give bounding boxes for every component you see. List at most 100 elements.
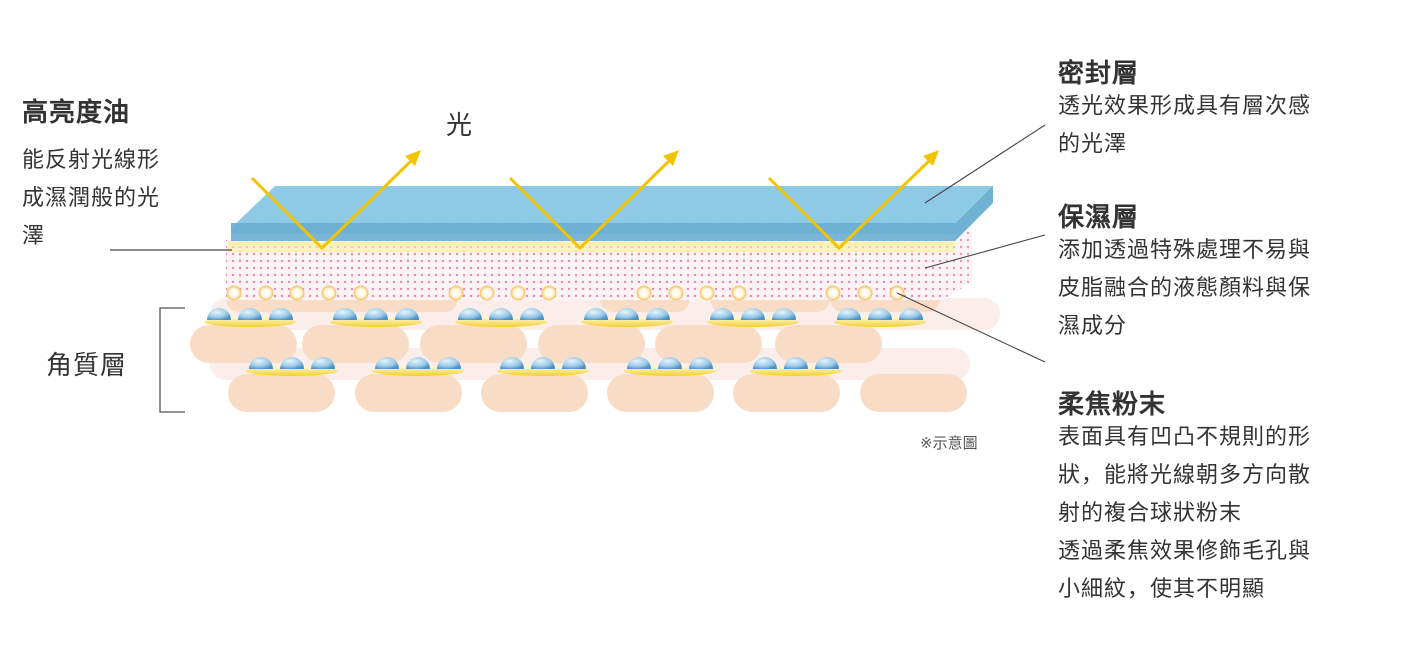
skin-cell bbox=[733, 374, 840, 412]
sphere bbox=[815, 357, 839, 369]
sphere bbox=[627, 357, 651, 369]
composite-spheres bbox=[204, 308, 926, 376]
skin-cell bbox=[655, 325, 762, 363]
sphere bbox=[615, 308, 639, 320]
light-ray bbox=[767, 158, 932, 251]
moist-desc-line: 皮脂融合的液態顏料與保 bbox=[1058, 276, 1312, 301]
oil-desc-line: 澤 bbox=[22, 224, 46, 249]
light-label: 光 bbox=[446, 111, 474, 141]
sphere bbox=[269, 308, 293, 320]
sphere bbox=[333, 308, 357, 320]
skin-cell bbox=[538, 325, 645, 363]
light-rays bbox=[250, 150, 939, 251]
soft-focus-bead bbox=[353, 285, 369, 301]
soft-focus-bead bbox=[731, 285, 747, 301]
sphere bbox=[280, 357, 304, 369]
sphere bbox=[753, 357, 777, 369]
seal-desc-line: 的光澤 bbox=[1058, 132, 1128, 157]
powder-desc-line: 透過柔焦效果修飾毛孔與 bbox=[1058, 539, 1312, 564]
sphere bbox=[238, 308, 262, 320]
soft-focus-bead bbox=[541, 285, 557, 301]
sphere bbox=[837, 308, 861, 320]
sphere bbox=[584, 308, 608, 320]
powder-desc-line: 射的複合球狀粉末 bbox=[1058, 501, 1243, 526]
soft-focus-bead bbox=[668, 285, 684, 301]
arrow-head-icon bbox=[405, 150, 421, 166]
sphere bbox=[784, 357, 808, 369]
sphere bbox=[710, 308, 734, 320]
soft-focus-bead bbox=[289, 285, 305, 301]
sphere bbox=[375, 357, 399, 369]
oil-title: 高亮度油 bbox=[22, 98, 131, 128]
soft-focus-bead bbox=[479, 285, 495, 301]
seal-desc-line: 透光效果形成具有層次感 bbox=[1058, 94, 1312, 119]
seal-title: 密封層 bbox=[1058, 59, 1140, 89]
sphere bbox=[364, 308, 388, 320]
sphere bbox=[395, 308, 419, 320]
leader-line-seal bbox=[924, 124, 1046, 204]
powder-title: 柔焦粉末 bbox=[1058, 390, 1167, 420]
soft-focus-bead bbox=[226, 285, 242, 301]
moist-desc-line: 添加透過特殊處理不易與 bbox=[1058, 238, 1312, 263]
sphere bbox=[741, 308, 765, 320]
sphere bbox=[689, 357, 713, 369]
sphere bbox=[646, 308, 670, 320]
sphere bbox=[531, 357, 555, 369]
soft-focus-bead bbox=[510, 285, 526, 301]
oil-description: 能反射光線形 成濕潤般的光 澤 bbox=[22, 142, 160, 256]
powder-desc-line: 狀，能將光線朝多方向散 bbox=[1058, 463, 1312, 488]
skin-cell bbox=[481, 374, 588, 412]
schematic-note: ※示意圖 bbox=[920, 434, 978, 452]
moist-desc-line: 濕成分 bbox=[1058, 314, 1128, 339]
seal-description: 透光效果形成具有層次感 的光澤 bbox=[1058, 88, 1311, 164]
soft-focus-bead bbox=[448, 285, 464, 301]
soft-focus-bead bbox=[699, 285, 715, 301]
soft-focus-bead bbox=[825, 285, 841, 301]
sphere bbox=[520, 308, 544, 320]
skin-cell bbox=[775, 325, 882, 363]
sphere bbox=[562, 357, 586, 369]
sphere bbox=[207, 308, 231, 320]
sealing-layer bbox=[231, 186, 993, 241]
skin-cell bbox=[860, 374, 967, 412]
stratum-corneum-cells bbox=[190, 286, 1000, 412]
arrow-head-icon bbox=[923, 150, 939, 166]
powder-description: 表面具有凹凸不規則的形 狀，能將光線朝多方向散 射的複合球狀粉末 透過柔焦效果修… bbox=[1058, 419, 1311, 609]
faint-cell bbox=[880, 348, 970, 380]
sphere bbox=[772, 308, 796, 320]
sphere bbox=[899, 308, 923, 320]
skin-cell bbox=[355, 374, 462, 412]
powder-desc-line: 表面具有凹凸不規則的形 bbox=[1058, 425, 1312, 450]
oil-desc-line: 能反射光線形 bbox=[22, 148, 161, 173]
oil-layer bbox=[228, 242, 955, 252]
stratum-bracket bbox=[159, 307, 185, 413]
sphere bbox=[406, 357, 430, 369]
stratum-corneum-label: 角質層 bbox=[46, 351, 128, 381]
sphere bbox=[458, 308, 482, 320]
soft-focus-bead bbox=[636, 285, 652, 301]
powder-desc-line: 小細紋，使其不明顯 bbox=[1058, 577, 1266, 602]
soft-focus-bead bbox=[321, 285, 337, 301]
sphere bbox=[489, 308, 513, 320]
skin-cell bbox=[190, 325, 297, 363]
leader-line-powder bbox=[896, 292, 1046, 363]
sphere bbox=[311, 357, 335, 369]
sphere bbox=[868, 308, 892, 320]
skin-cell bbox=[607, 374, 714, 412]
oil-desc-line: 成濕潤般的光 bbox=[22, 186, 161, 211]
leader-line-moist bbox=[924, 234, 1046, 269]
moist-description: 添加透過特殊處理不易與 皮脂融合的液態顏料與保 濕成分 bbox=[1058, 232, 1311, 346]
light-ray bbox=[508, 158, 672, 251]
soft-focus-bead bbox=[857, 285, 873, 301]
sphere bbox=[500, 357, 524, 369]
soft-focus-bead bbox=[258, 285, 274, 301]
sphere bbox=[437, 357, 461, 369]
moist-title: 保濕層 bbox=[1058, 203, 1140, 233]
light-ray bbox=[250, 158, 414, 251]
sphere bbox=[658, 357, 682, 369]
arrow-head-icon bbox=[663, 150, 679, 166]
skin-cell bbox=[420, 325, 527, 363]
skin-cell bbox=[302, 325, 409, 363]
skin-cell bbox=[228, 374, 335, 412]
